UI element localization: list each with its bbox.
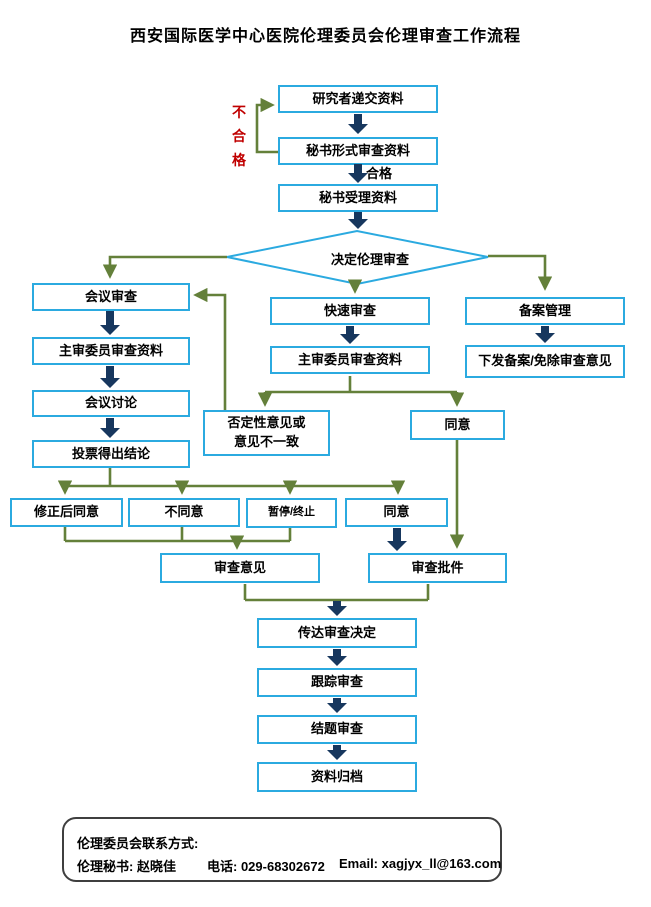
- node-disagree: 不同意: [128, 498, 240, 527]
- branch-record-arrow: [488, 254, 553, 291]
- node-suspend-terminate: 暂停/终止: [246, 498, 337, 528]
- node-agree-meeting: 同意: [345, 498, 448, 527]
- arrow-meeting-chief: [100, 311, 120, 335]
- arrow-record-issue: [535, 326, 555, 343]
- node-follow-up-review: 跟踪审查: [257, 668, 417, 697]
- node-review-approval: 审查批件: [368, 553, 507, 583]
- node-chief-review-rapid: 主审委员审查资料: [270, 346, 430, 374]
- node-archive: 资料归档: [257, 762, 417, 792]
- arrow-chief-discussion: [100, 366, 120, 388]
- node-chief-review-meeting: 主审委员审查资料: [32, 337, 190, 365]
- arrow-conclusion-archive: [327, 745, 347, 760]
- node-communicate-decision: 传达审查决定: [257, 618, 417, 648]
- node-issue-record: 下发备案/免除审查意见: [465, 345, 625, 378]
- branch-meeting-arrow: [102, 255, 227, 279]
- arrow-follow-conclusion: [327, 698, 347, 713]
- pass-label: 合格: [366, 166, 393, 181]
- node-meeting-discussion: 会议讨论: [32, 390, 190, 417]
- arrow-submit-format: [348, 114, 368, 134]
- node-conclusion-review: 结题审查: [257, 715, 417, 744]
- contact-box: 伦理委员会联系方式: 伦理秘书: 赵晓佳 电话: 029-68302672 Em…: [62, 817, 502, 882]
- node-meeting-review: 会议审查: [32, 283, 190, 311]
- node-agree-rapid: 同意: [410, 410, 505, 440]
- node-secretary-accept: 秘书受理资料: [278, 184, 438, 212]
- contact-email: Email: xagjyx_ll@163.com: [339, 856, 502, 871]
- page-title: 西安国际医学中心医院伦理委员会伦理审查工作流程: [129, 28, 521, 45]
- arrow-discussion-vote: [100, 418, 120, 438]
- node-negative-opinion: 否定性意见或意见不一致: [203, 410, 330, 456]
- node-secretary-format: 秘书形式审查资料: [278, 137, 438, 165]
- negative-to-meeting-arrow: [193, 287, 227, 410]
- reject-loop-arrow: [255, 97, 278, 154]
- node-vote-conclusion: 投票得出结论: [32, 440, 190, 468]
- contact-heading: 伦理委员会联系方式:: [77, 836, 199, 851]
- node-record-management: 备案管理: [465, 297, 625, 325]
- node-rapid-review: 快速审查: [270, 297, 430, 325]
- arrow-to-communicate: [327, 601, 347, 616]
- node-review-opinion: 审查意见: [160, 553, 320, 583]
- contact-secretary: 伦理秘书: 赵晓佳: [77, 859, 176, 874]
- contact-phone: 电话: 029-68302672: [207, 859, 325, 874]
- arrow-communicate-follow: [327, 649, 347, 666]
- reject-label: 不合格: [232, 104, 246, 168]
- arrow-accept-decide: [348, 212, 368, 229]
- arrow-rapid-chief: [340, 326, 360, 344]
- node-decide-label: 决定伦理审查: [330, 252, 409, 267]
- node-submit: 研究者递交资料: [278, 85, 438, 113]
- arrow-format-accept: [348, 164, 368, 183]
- arrow-agree-approval: [387, 528, 407, 551]
- node-approve-after-revision: 修正后同意: [10, 498, 123, 527]
